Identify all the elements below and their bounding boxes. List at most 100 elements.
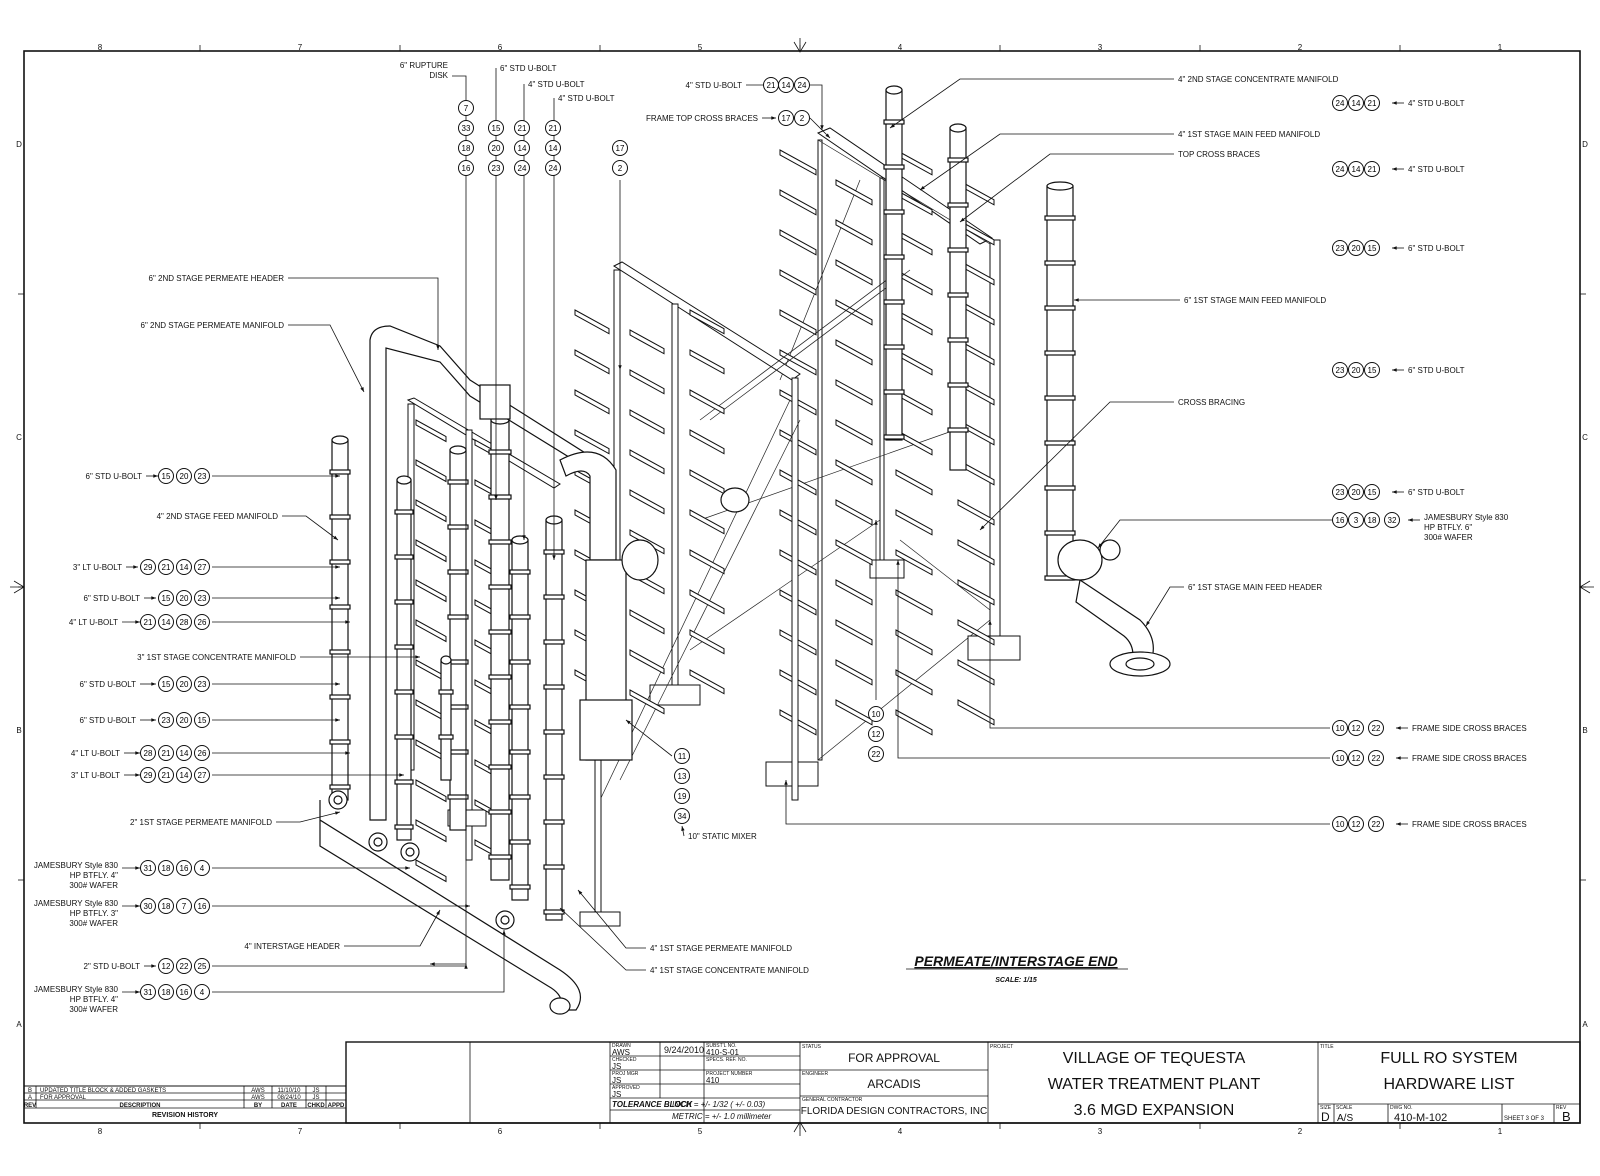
leader-arrow — [151, 596, 156, 600]
balloon-circle — [488, 140, 504, 156]
balloon-number: 14 — [518, 144, 527, 153]
title-line-2: HARDWARE LIST — [1384, 1076, 1515, 1093]
u-bolt-band — [1044, 440, 1076, 446]
balloon-number: 11 — [678, 752, 687, 761]
callout-label: TOP CROSS BRACES — [1178, 150, 1260, 159]
u-bolt-band — [394, 599, 414, 605]
balloon-number: 10 — [1336, 724, 1345, 733]
zone-label-right: C — [1582, 433, 1588, 442]
shelf-rung — [689, 589, 725, 615]
balloon-circle — [1332, 484, 1348, 500]
item-balloon: 18 — [158, 984, 174, 1000]
shelf-rung — [779, 149, 817, 176]
leader-arrow — [415, 655, 420, 659]
leader-arrow — [980, 525, 985, 530]
balloon-number: 16 — [198, 902, 207, 911]
callout-label-line: HP BTFLY. 4" — [70, 871, 118, 880]
balloon-number: 23 — [198, 594, 207, 603]
u-bolt-band — [488, 854, 512, 860]
balloon-number: 22 — [1372, 820, 1381, 829]
balloon-number: 24 — [518, 164, 527, 173]
balloon-circle — [1332, 750, 1348, 766]
balloon-number: 19 — [678, 792, 687, 801]
balloon-number: 14 — [549, 144, 558, 153]
callout-label-line: 300# WAFER — [1424, 533, 1473, 542]
u-bolt-band — [329, 739, 351, 745]
tolerance-metric: METRIC = +/- 1.0 millimeter — [672, 1112, 771, 1121]
leader-arrow — [1392, 246, 1397, 250]
balloon-number: 15 — [1368, 244, 1377, 253]
vertical-pipe — [331, 439, 349, 801]
shelf-rung — [957, 499, 995, 526]
callout-c16: CROSS BRACING — [979, 398, 1245, 531]
item-balloon: 20 — [1348, 362, 1364, 378]
item-balloon: 15 — [158, 590, 174, 606]
rev-row-2-desc: FOR APPROVAL — [40, 1095, 87, 1101]
balloon-number: 21 — [1368, 165, 1377, 174]
u-bolt-band — [329, 784, 351, 790]
balloon-circle — [158, 984, 174, 1000]
leader-arrow — [681, 826, 685, 831]
callout-label-line: 300# WAFER — [69, 881, 118, 890]
item-balloon: 12 — [1348, 816, 1364, 832]
balloon-circle — [158, 590, 174, 606]
balloon-circle — [794, 110, 810, 126]
balloon-circle — [158, 468, 174, 484]
balloon-circle — [1332, 95, 1348, 111]
shelf-rung — [689, 629, 725, 655]
balloon-circle — [176, 958, 192, 974]
balloon-number: 14 — [180, 771, 189, 780]
balloon-circle — [194, 676, 210, 692]
pipe-cap — [440, 655, 452, 665]
title-line-1: FULL RO SYSTEM — [1380, 1050, 1517, 1067]
balloon-circle — [158, 767, 174, 783]
balloon-circle — [176, 984, 192, 1000]
balloon-number: 10 — [1336, 820, 1345, 829]
callout-label: 4" INTERSTAGE HEADER — [244, 942, 340, 951]
callout-label: FRAME TOP CROSS BRACES — [646, 114, 758, 123]
u-bolt-band — [947, 382, 969, 388]
item-balloon: 14 — [1348, 161, 1364, 177]
vertical-pipe — [396, 479, 412, 841]
callout-label: CROSS BRACING — [1178, 398, 1245, 407]
revision-block: B UPDATED TITLE BLOCK & ADDED GASKETS AW… — [23, 1085, 347, 1124]
item-balloon: 17 — [612, 140, 628, 156]
zone-label-right: D — [1582, 140, 1588, 149]
balloon-number: 7 — [464, 104, 469, 113]
balloon-circle — [1368, 750, 1384, 766]
vertical-pipe — [511, 539, 529, 901]
item-balloon: 14 — [158, 614, 174, 630]
vertical-pipe — [885, 89, 903, 441]
leader-arrow — [820, 125, 824, 130]
balloon-number: 21 — [767, 81, 776, 90]
balloon-number: 29 — [144, 771, 153, 780]
item-balloon: 18 — [158, 898, 174, 914]
rev-header-by: BY — [254, 1103, 262, 1109]
rev-row-2-chkd: JS — [312, 1095, 319, 1101]
item-balloon: 14 — [545, 140, 561, 156]
item-balloon: 19 — [674, 788, 690, 804]
item-balloon: 21 — [140, 614, 156, 630]
balloon-circle — [1364, 484, 1380, 500]
drawing-scale: SCALE: 1/15 — [995, 977, 1037, 984]
date-value: 9/24/2010 — [664, 1045, 704, 1055]
balloon-circle — [612, 160, 628, 176]
balloon-number: 15 — [198, 716, 207, 725]
item-balloon: 22 — [1368, 720, 1384, 736]
pipe-cap — [1046, 181, 1074, 191]
balloon-number: 21 — [162, 771, 171, 780]
rev-caption: REVISION HISTORY — [152, 1112, 218, 1119]
shelf-rung — [689, 429, 725, 455]
balloon-circle — [1368, 816, 1384, 832]
item-balloon: 28 — [176, 614, 192, 630]
balloon-number: 21 — [162, 563, 171, 572]
shelf-rung — [895, 469, 933, 496]
item-balloon: 14 — [1348, 95, 1364, 111]
vertical-pipe — [949, 127, 967, 471]
title-block: DRAWN AWS 9/24/2010 CHECKED JS PROJ MGR … — [345, 1041, 1581, 1124]
balloon-circle — [1348, 816, 1364, 832]
balloon-circle — [674, 768, 690, 784]
zone-label-left: B — [16, 726, 21, 735]
item-balloon: 20 — [176, 676, 192, 692]
